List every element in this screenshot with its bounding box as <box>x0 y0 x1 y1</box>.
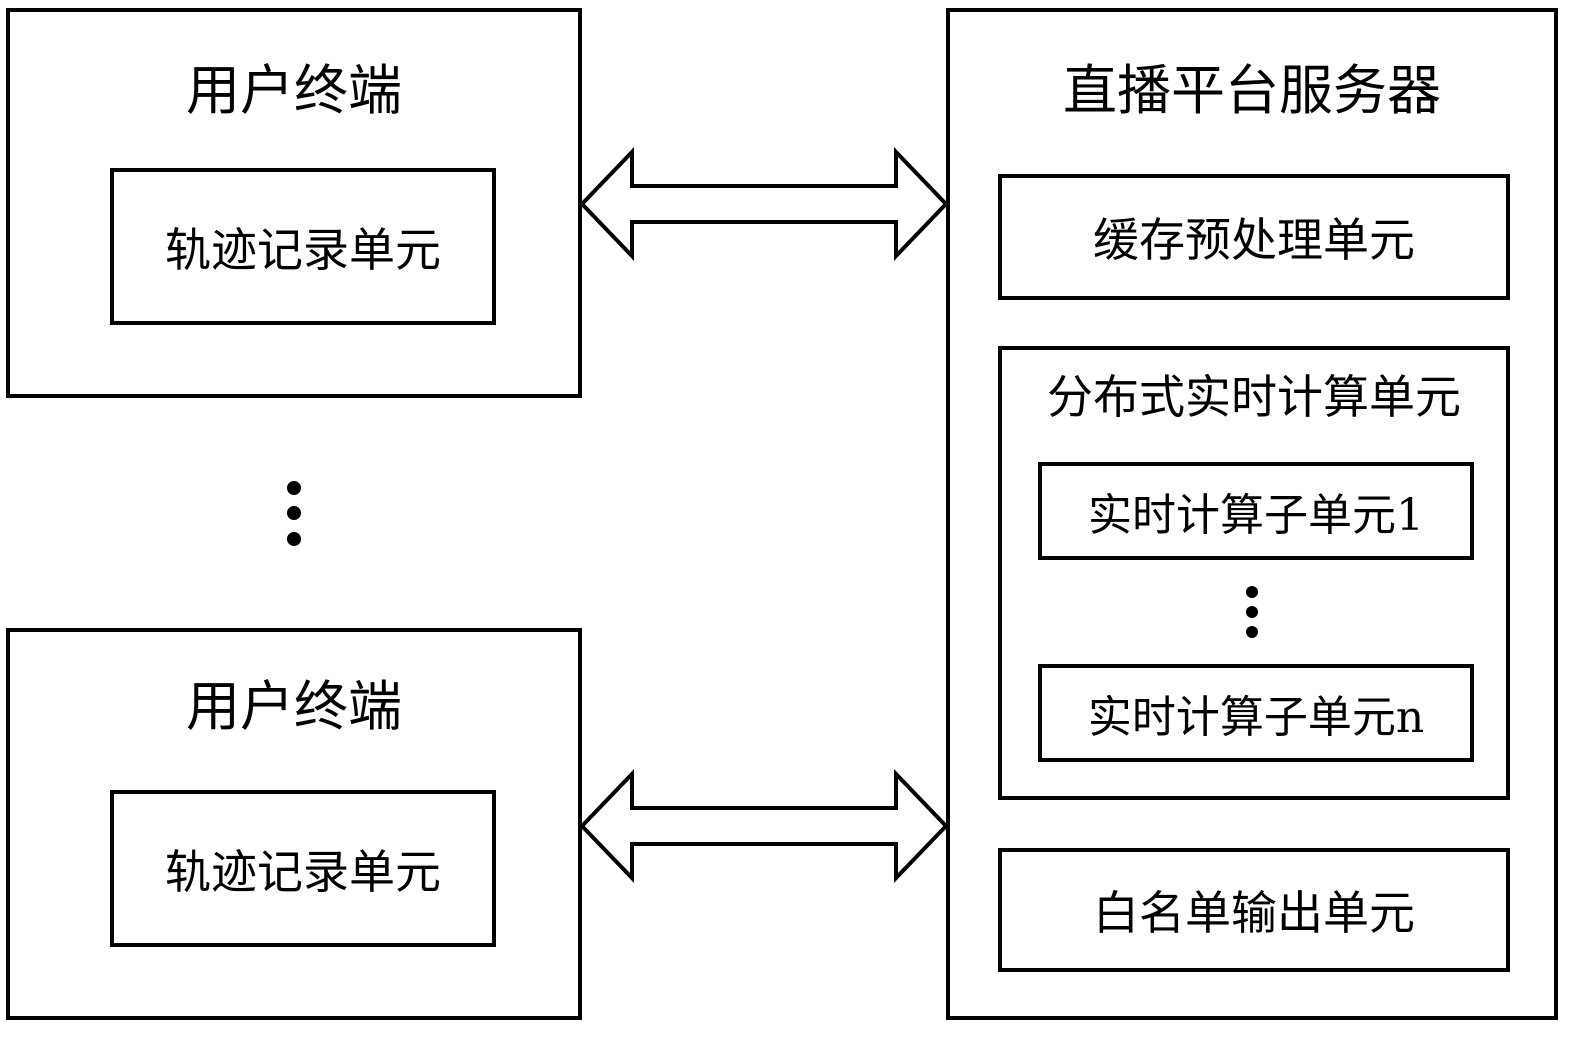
ellipsis-terminals <box>287 481 301 546</box>
ellipsis-subunits <box>1246 586 1258 638</box>
double-arrow-bottom <box>582 774 946 878</box>
double-arrow-top <box>582 152 946 256</box>
